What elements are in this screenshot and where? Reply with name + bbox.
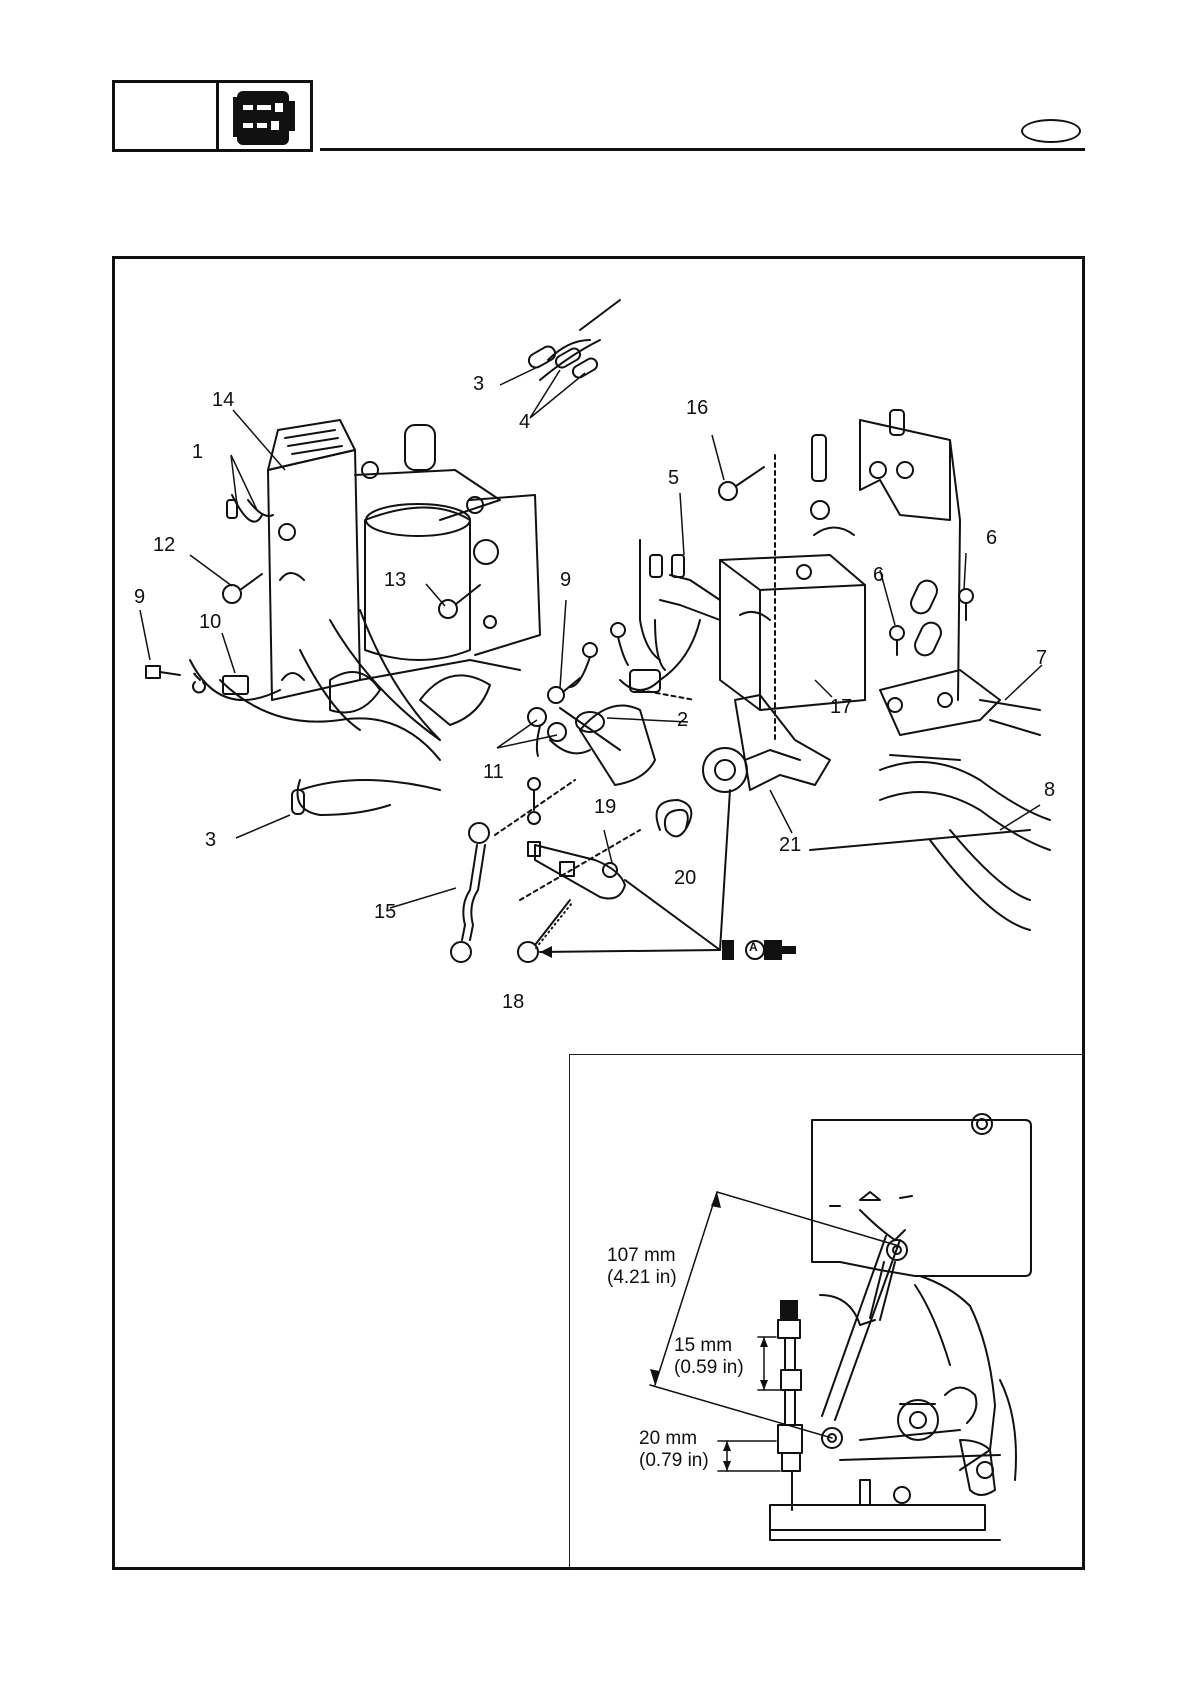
dimension-15mm-metric: 15 mm	[674, 1335, 744, 1357]
dimension-107mm-label: 107 mm (4.21 in)	[607, 1245, 677, 1289]
dimension-15mm-imperial: (0.59 in)	[674, 1357, 744, 1379]
dimension-107mm-imperial: (4.21 in)	[607, 1267, 677, 1289]
dimension-107mm-metric: 107 mm	[607, 1245, 677, 1267]
dimension-20mm-label: 20 mm (0.79 in)	[639, 1428, 709, 1472]
dimension-20mm-metric: 20 mm	[639, 1428, 709, 1450]
dimension-15mm-label: 15 mm (0.59 in)	[674, 1335, 744, 1379]
dimension-20mm-imperial: (0.79 in)	[639, 1450, 709, 1472]
